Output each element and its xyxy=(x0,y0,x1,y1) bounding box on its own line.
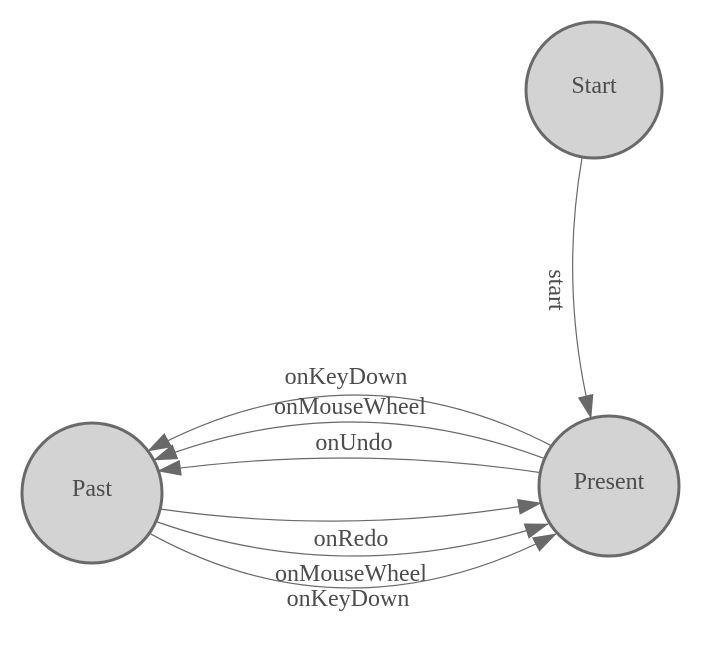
transition-edge-present-to-past-onkeydown xyxy=(147,394,552,452)
transition-label-present-to-past-onmousewheel: onMouseWheel xyxy=(274,394,426,420)
state-node-label-past: Past xyxy=(72,476,112,502)
transition-label-start-to-present: start xyxy=(543,269,569,311)
state-node-start xyxy=(524,20,664,160)
transition-label-past-to-present-onkeydown: onKeyDown xyxy=(287,586,410,612)
transition-label-present-to-past-onkeydown: onKeyDown xyxy=(285,364,408,390)
state-node-past xyxy=(20,421,164,565)
transition-label-present-to-past-onundo: onUndo xyxy=(315,430,392,456)
state-node-label-start: Start xyxy=(571,73,617,99)
transition-edge-present-to-past-onmousewheel xyxy=(153,421,545,461)
transition-edge-past-to-present-onmousewheel xyxy=(155,520,549,557)
state-node-label-present: Present xyxy=(574,469,645,495)
state-node-present xyxy=(537,414,681,558)
transition-edge-start-to-present xyxy=(572,157,594,419)
transition-edge-past-to-present-onredo xyxy=(159,499,542,522)
transition-label-past-to-present-onredo: onRedo xyxy=(314,526,389,552)
transition-label-past-to-present-onmousewheel: onMouseWheel xyxy=(275,561,427,587)
transition-edge-present-to-past-onundo xyxy=(157,457,541,476)
transition-edge-past-to-present-onkeydown xyxy=(149,532,557,589)
